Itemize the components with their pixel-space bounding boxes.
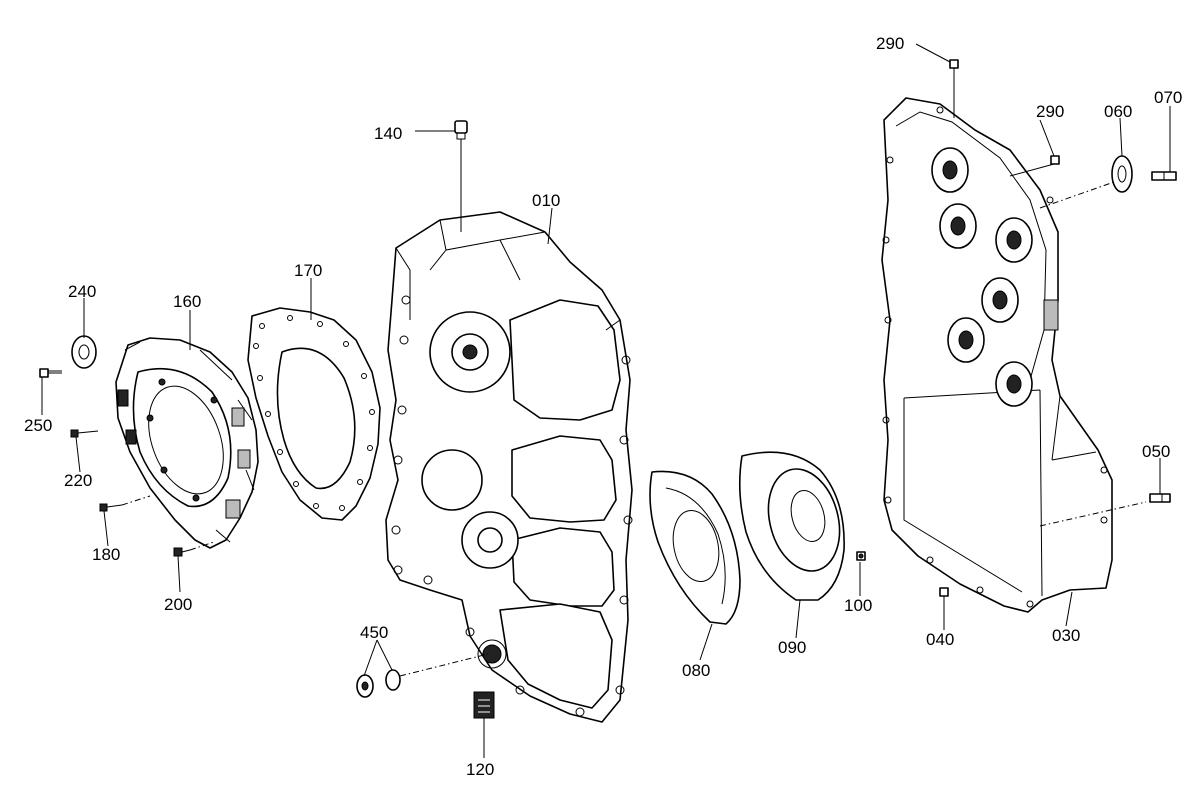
- shield-080: [649, 470, 741, 625]
- leader-lines: [41, 43, 1171, 758]
- bolt-040: [939, 587, 949, 606]
- label-100: 100: [844, 596, 872, 615]
- label-160: 160: [173, 292, 201, 311]
- label-250: 250: [24, 416, 52, 435]
- label-060: 060: [1104, 102, 1132, 121]
- gasket-170: [247, 307, 381, 521]
- label-010: 010: [532, 191, 560, 210]
- label-220: 220: [64, 471, 92, 490]
- bolt-070: [1151, 171, 1177, 181]
- rear-housing-030: [881, 97, 1113, 613]
- bolt-220: [70, 429, 99, 438]
- cover-plate-160: [115, 337, 259, 549]
- label-290-top: 290: [876, 34, 904, 53]
- label-200: 200: [164, 595, 192, 614]
- label-070: 070: [1154, 88, 1182, 107]
- main-housing-010: [385, 211, 633, 723]
- label-plate-120: [473, 691, 495, 719]
- label-290: 290: [1036, 102, 1064, 121]
- label-120: 120: [466, 760, 494, 779]
- bolt-050: [1149, 493, 1171, 503]
- label-240: 240: [68, 282, 96, 301]
- label-170: 170: [294, 261, 322, 280]
- plug-290-top: [949, 59, 959, 69]
- fitting-100: [856, 551, 866, 561]
- label-040: 040: [926, 630, 954, 649]
- bolt-180: [99, 503, 123, 512]
- bolt-200: [173, 547, 191, 557]
- label-080: 080: [682, 661, 710, 680]
- label-090: 090: [778, 638, 806, 657]
- plug-140: [454, 120, 468, 140]
- label-450: 450: [360, 623, 388, 642]
- washer-060: [1111, 155, 1133, 193]
- label-140: 140: [374, 124, 402, 143]
- assembly-lines: [121, 181, 1147, 677]
- part-labels: 290 290 060 070 140 010 170 240 160 250 …: [24, 34, 1182, 779]
- label-050: 050: [1142, 442, 1170, 461]
- bolt-250: [39, 368, 62, 378]
- nut-450: [356, 669, 401, 698]
- washer-240: [71, 335, 97, 369]
- label-180: 180: [92, 545, 120, 564]
- shield-090: [738, 451, 845, 601]
- plug-290: [1050, 155, 1060, 165]
- label-030: 030: [1052, 626, 1080, 645]
